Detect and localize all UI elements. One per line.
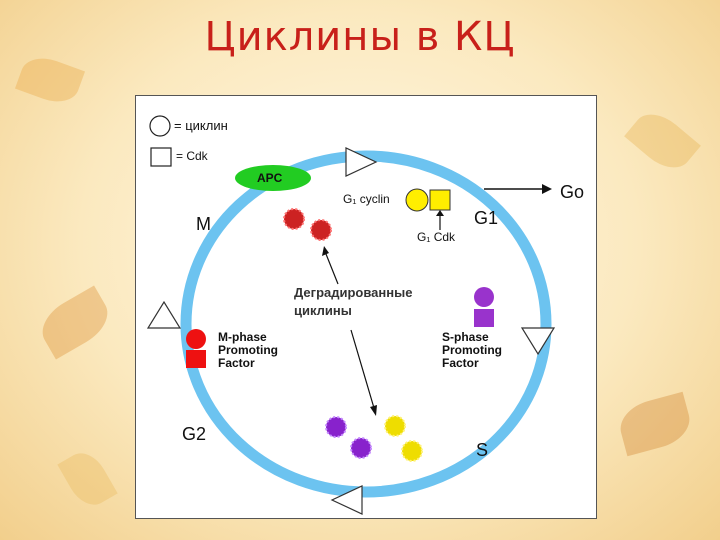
mpf-label-line3: Factor <box>218 356 255 370</box>
g1-cdk-label: G₁ Cdk <box>417 230 456 244</box>
g0-arrow-head <box>542 184 552 194</box>
spf-cyclin-circle <box>474 287 494 307</box>
cell-cycle-ring <box>180 150 552 498</box>
g1-cyclin-circle <box>405 188 429 212</box>
diagram-canvas <box>146 115 556 515</box>
degraded-arrow-up-line <box>325 253 339 285</box>
legend-cdk-label: = Cdk <box>176 149 208 163</box>
triangle-arrow-top <box>345 147 378 177</box>
degraded-cyclin-yellow <box>401 440 423 462</box>
degraded-cyclins-label-line2: циклины <box>294 303 352 318</box>
apc-label: APC <box>257 171 283 185</box>
degraded-cyclin-red <box>283 208 305 230</box>
g0-label: Go <box>560 182 585 202</box>
background-leaf <box>33 285 117 360</box>
mpf-label-line1: M-phase <box>218 330 267 344</box>
spf-label-line3: Factor <box>442 356 479 370</box>
g2-phase-label: G2 <box>182 424 207 444</box>
apc-ellipse <box>235 165 311 191</box>
degraded-cyclin-purple <box>350 437 372 459</box>
degraded-cyclin-purple <box>325 416 347 438</box>
background-leaf <box>624 104 701 178</box>
legend-cyclin-label: = циклин <box>174 118 228 133</box>
g1-phase-label: G1 <box>474 208 499 228</box>
triangle-arrow-left <box>146 300 182 329</box>
background-leaf <box>57 445 118 513</box>
degraded-arrow-down-head <box>370 405 377 416</box>
s-phase-label: S <box>476 440 489 460</box>
degraded-arrow-up-head <box>322 246 329 256</box>
triangle-arrow-bottom <box>330 485 363 515</box>
triangle-arrow-right <box>520 327 556 356</box>
degraded-cyclin-yellow <box>384 415 406 437</box>
m-phase-label: M <box>196 214 211 234</box>
spf-label-line2: Promoting <box>442 343 502 357</box>
background-leaf <box>614 391 696 457</box>
spf-label-line1: S-phase <box>442 330 489 344</box>
degraded-cyclins-label-line1: Деградированные <box>294 285 413 300</box>
g1-cdk-pointer-head <box>436 210 444 216</box>
cell-cycle-diagram: = циклин = Cdk APC G₁ cyclin G₁ Cdk Go G… <box>135 95 597 519</box>
mpf-cyclin-circle <box>186 329 206 349</box>
mpf-label-line2: Promoting <box>218 343 278 357</box>
legend-cyclin-icon <box>149 115 171 137</box>
page-title: Циклины в КЦ <box>204 14 516 60</box>
legend-cdk-icon <box>150 147 172 167</box>
degraded-arrow-down-line <box>350 329 375 409</box>
mpf-cdk-square <box>186 350 206 368</box>
spf-cdk-square <box>474 309 494 327</box>
g1-cdk-square <box>429 189 451 211</box>
degraded-cyclin-red <box>310 219 332 241</box>
g1-cyclin-label: G₁ cyclin <box>343 192 390 206</box>
